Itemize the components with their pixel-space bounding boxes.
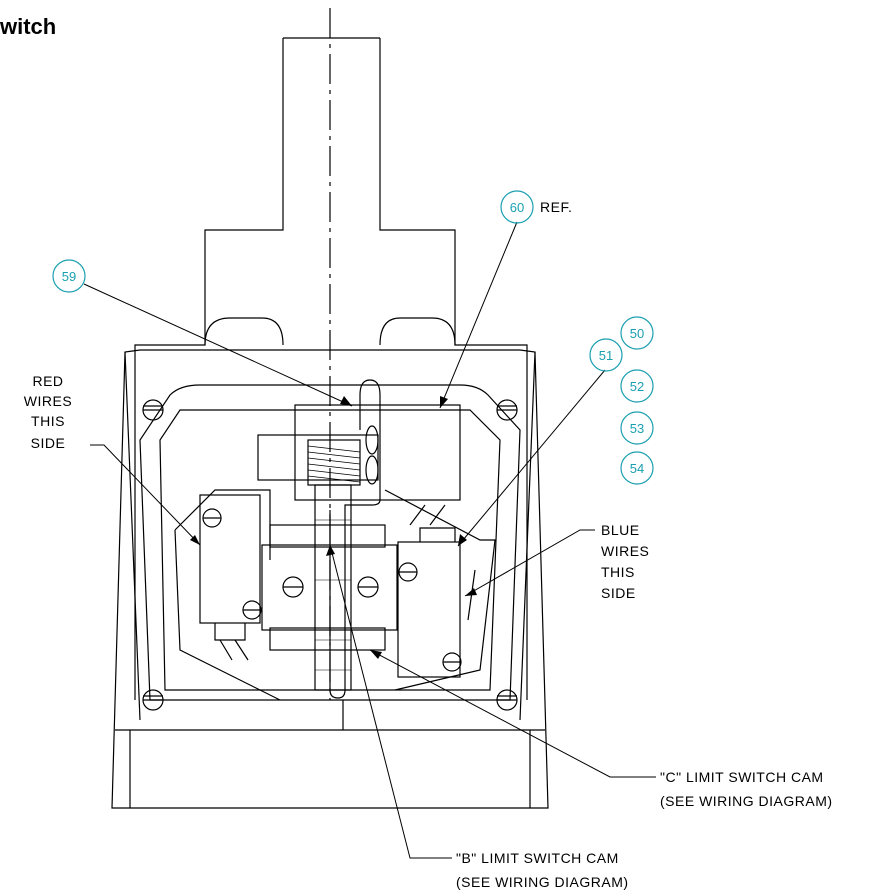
- leader-red-wires: [90, 444, 201, 546]
- balloon-50-label: 50: [630, 326, 644, 341]
- mounting-screw-top-right: [496, 399, 518, 421]
- balloon-54: [620, 451, 654, 485]
- upper-bracket: [257, 434, 379, 481]
- red-wires-line-2: WIRES: [24, 393, 72, 409]
- mounting-screw-bottom-left: [142, 689, 164, 711]
- balloon-51: [589, 338, 623, 372]
- right-micro-switch: [397, 541, 461, 678]
- left-switch-screw-top: [202, 508, 222, 528]
- shaft-fillet-left: [204, 317, 284, 346]
- blue-wires-line-3: THIS: [601, 564, 635, 580]
- cam-screw-left: [282, 576, 304, 598]
- balloon-51-label: 51: [599, 348, 613, 363]
- shaft-outline: [134, 38, 284, 700]
- mounting-screw-top-left: [142, 399, 164, 421]
- leader-60: [439, 221, 518, 409]
- shaft-fillet-right: [379, 317, 456, 346]
- leader-59: [83, 283, 353, 407]
- left-switch-screw-bottom: [242, 600, 262, 620]
- balloon-60-label: 60: [510, 200, 524, 215]
- leader-cam-b: [329, 544, 452, 859]
- red-wires-line-4: SIDE: [31, 435, 66, 451]
- cam-c-label: "C" LIMIT SWITCH CAM: [660, 769, 824, 785]
- balloon-60: [500, 190, 534, 224]
- ref-label: REF.: [540, 199, 572, 215]
- balloon-54-label: 54: [630, 461, 644, 476]
- balloon-52: [620, 369, 654, 403]
- cam-c-note: (SEE WIRING DIAGRAM): [660, 793, 833, 809]
- spring-clip: [329, 379, 381, 699]
- right-switch-screw-bottom: [442, 652, 462, 672]
- left-micro-switch: [199, 494, 261, 624]
- leader-51: [457, 369, 606, 547]
- inner-plate: [139, 384, 521, 701]
- blue-wires-line-1: BLUE: [601, 522, 640, 538]
- red-wires-line-1: RED: [32, 373, 63, 389]
- balloon-52-label: 52: [630, 379, 644, 394]
- balloon-59: [52, 259, 86, 293]
- mounting-screw-bottom-right: [496, 689, 518, 711]
- blue-wires-line-4: SIDE: [601, 585, 636, 601]
- cam-b-label: "B" LIMIT SWITCH CAM: [456, 850, 619, 866]
- blue-wires-line-2: WIRES: [601, 543, 649, 559]
- cam-b-note: (SEE WIRING DIAGRAM): [456, 874, 629, 890]
- threaded-rod: [314, 484, 352, 691]
- cam-c-plate: [269, 627, 386, 651]
- housing-outline: [111, 349, 549, 809]
- balloon-59-label: 59: [62, 269, 76, 284]
- leader-cam-c: [369, 649, 656, 778]
- balloon-53: [620, 411, 654, 445]
- balloon-50: [620, 316, 654, 350]
- leader-arrowheads: [190, 396, 477, 659]
- leader-blue-wires: [464, 529, 595, 597]
- red-wires-line-3: THIS: [31, 413, 65, 429]
- cam-b-plate: [269, 524, 386, 548]
- page-title: witch: [0, 14, 57, 39]
- right-switch-screw-top: [398, 562, 418, 582]
- cam-screw-right: [357, 576, 379, 598]
- balloon-53-label: 53: [630, 421, 644, 436]
